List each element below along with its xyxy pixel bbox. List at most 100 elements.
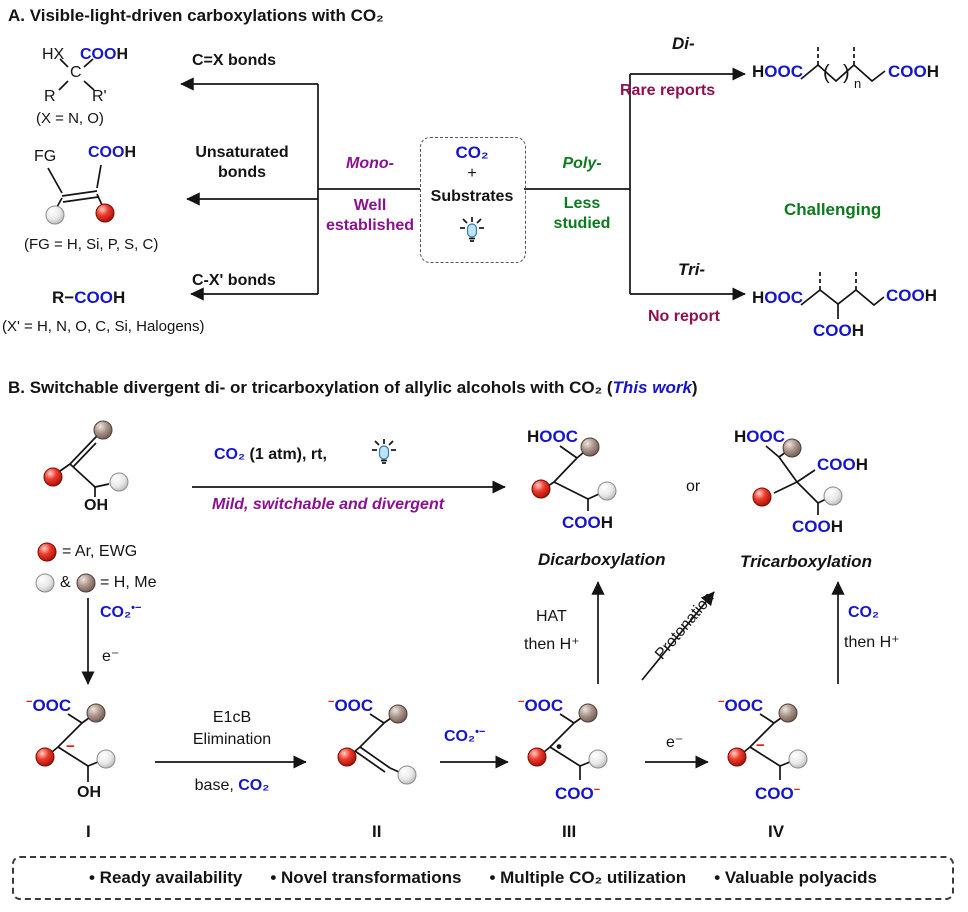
int3-roman-label: III [562, 822, 577, 841]
tricarb-hooc-label: HOOC [734, 427, 786, 446]
unsaturated-bonds-label: Unsaturated bonds [195, 144, 289, 181]
panel-a-title: A. Visible-light-driven carboxylations w… [8, 6, 384, 25]
highlight-item: • Ready availability [89, 868, 243, 887]
int1-carboxylate-label: −OOC [26, 696, 72, 715]
elimination-label: Elimination [192, 731, 272, 748]
int2-carboxylate-label: −OOC [328, 696, 374, 715]
di-hooc-label: HOOC [752, 62, 804, 81]
substituent-ball-red [95, 203, 115, 223]
carbinol-ball-white [109, 472, 129, 492]
co2-radical-anion-label-2: CO₂•− [444, 726, 486, 745]
s3-formula: R−COOH [52, 288, 126, 307]
tri-label: Tri- [678, 260, 706, 279]
tri-product-skeleton [800, 269, 885, 319]
allylic-alcohol-skeleton [43, 420, 129, 497]
int3-radical-dot: • [556, 737, 562, 756]
light-bulb-icon [371, 438, 397, 464]
di-product-skeleton [800, 45, 886, 83]
substrate-oh-label: OH [84, 497, 108, 514]
int4-coo-label: COO− [755, 784, 801, 803]
cx-bonds-label: C=X bonds [192, 52, 277, 69]
legend-gray-text: = H, Me [100, 574, 157, 591]
poly-label: Poly- [562, 155, 602, 172]
s1-cooh-label: COOH [80, 46, 129, 63]
tri-status-label: No report [648, 308, 720, 325]
legend-white-ball [35, 573, 55, 593]
legend-red-ball [37, 542, 57, 562]
conditions-line: CO₂ (1 atm), rt, [214, 446, 327, 463]
di-label: Di- [672, 34, 695, 53]
arrow-protonation [641, 591, 715, 681]
s1-r-label: R [44, 88, 56, 105]
int3-coo-label: COO− [555, 784, 601, 803]
intermediate-II-skeleton [337, 704, 417, 785]
poly-desc: Less studied [553, 195, 611, 232]
substituent-ball-gray [45, 205, 65, 225]
intermediate-I-skeleton [35, 703, 116, 782]
dicarb-hooc-label: HOOC [527, 427, 579, 446]
cx2-bonds-label: C-X' bonds [192, 272, 276, 289]
mono-desc: Well established [325, 197, 415, 234]
electron-label-1: e⁻ [102, 648, 120, 665]
structure-alkene-skeleton [45, 164, 115, 225]
tri-hooc-label: HOOC [752, 288, 804, 307]
dicarb-cooh-label: COOH [562, 513, 614, 532]
tri-cooh-right-label: COOH [886, 286, 938, 305]
highlights-box: • Ready availability • Novel transformat… [12, 856, 954, 900]
s2-fg-label: FG [34, 148, 57, 165]
dicarboxylation-label: Dicarboxylation [538, 550, 666, 569]
challenging-label: Challenging [784, 200, 882, 219]
box-co2-label: CO₂ [455, 143, 489, 162]
e1cb-label: E1cB [212, 709, 252, 726]
intermediate-IV-skeleton [727, 703, 808, 780]
int1-roman-label: I [86, 822, 91, 841]
tri-cooh-bottom-label: COOH [813, 321, 865, 340]
s1-hx-label: HX [42, 46, 65, 63]
dicarboxylation-skeleton [531, 437, 617, 511]
highlight-item: • Novel transformations [270, 868, 462, 887]
highlight-item: • Valuable polyacids [714, 868, 877, 887]
legend-brown-ball [76, 573, 96, 593]
s1-carbon-label: C [70, 64, 82, 81]
intermediate-III-skeleton [527, 703, 608, 780]
highlight-item: • Multiple CO₂ utilization [489, 868, 687, 887]
int4-carbanion-charge: − [756, 737, 765, 754]
aryl-ball-red [43, 467, 63, 487]
panel-b-title: B. Switchable divergent di- or tricarbox… [8, 378, 698, 397]
co2-radical-anion-label-1: CO₂•− [100, 602, 142, 621]
box-plus-label: + [467, 165, 477, 182]
int2-roman-label: II [372, 822, 382, 841]
s3-note: (X' = H, N, O, C, Si, Halogens) [2, 318, 205, 335]
box-substrates-label: Substrates [430, 188, 514, 205]
s1-note: (X = N, O) [36, 110, 104, 127]
tricarboxylation-skeleton [752, 438, 843, 515]
di-paren-close: ) [843, 62, 850, 84]
base-co2-label: base, CO₂ [194, 777, 270, 794]
di-repeat-n: n [854, 76, 862, 91]
mono-label: Mono- [346, 155, 394, 172]
co2-substrates-box [420, 137, 526, 263]
int1-oh-label: OH [77, 784, 101, 801]
electron-label-2: e⁻ [666, 734, 684, 751]
or-label: or [686, 478, 701, 495]
tricarboxylation-label: Tricarboxylation [740, 552, 872, 571]
then-h-label: then H⁺ [524, 636, 580, 653]
di-paren-open: ( [823, 62, 830, 84]
s2-cooh-label: COOH [88, 144, 137, 161]
hat-label: HAT [536, 608, 567, 625]
s2-note: (FG = H, Si, P, S, C) [24, 236, 159, 253]
di-cooh-label: COOH [888, 62, 940, 81]
co2-then-label-2: then H⁺ [844, 634, 900, 651]
int4-carboxylate-label: −OOC [718, 696, 764, 715]
di-status-label: Rare reports [620, 82, 716, 99]
structure-cx-skeleton [58, 58, 95, 91]
legend-red-text: = Ar, EWG [62, 543, 138, 560]
legend-ampersand: & [60, 574, 71, 591]
int3-carboxylate-label: −OOC [518, 696, 564, 715]
int1-carbanion-charge: − [66, 738, 75, 755]
tricarb-cooh-bottom-label: COOH [792, 517, 844, 536]
s1-rprime-label: R' [92, 88, 107, 105]
conditions-tagline: Mild, switchable and divergent [212, 496, 445, 513]
tricarb-cooh-right-label: COOH [817, 455, 869, 474]
